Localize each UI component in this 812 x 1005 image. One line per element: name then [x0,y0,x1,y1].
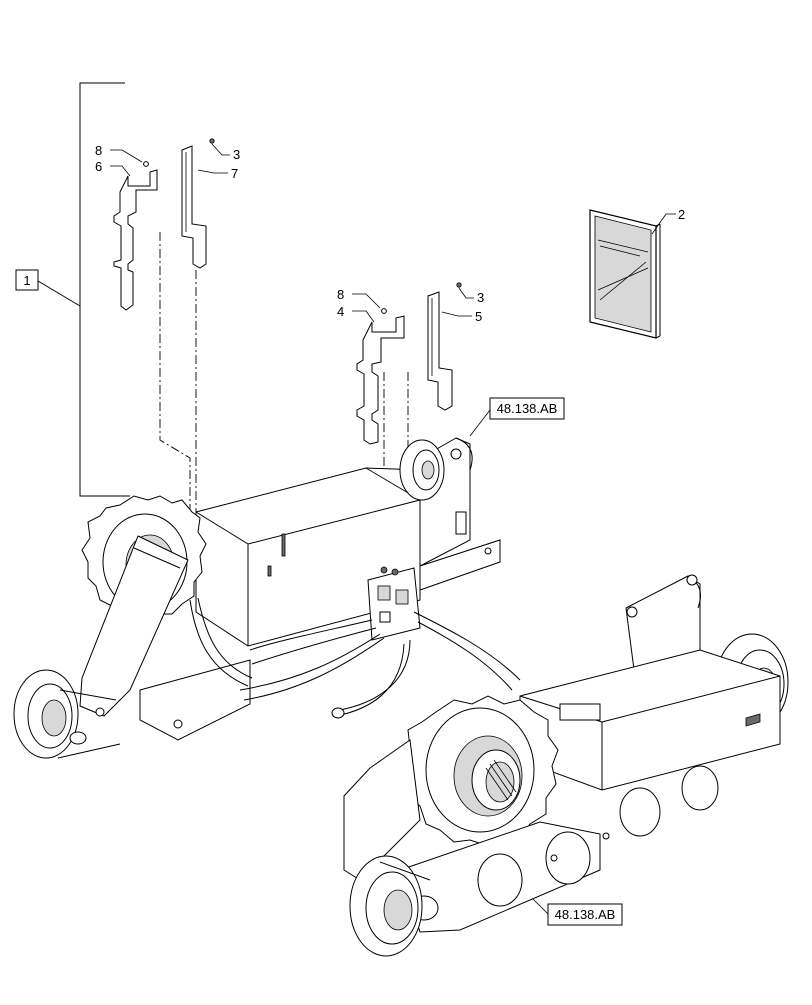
nut-3-icon [209,138,215,144]
bolt-8-icon [143,161,149,167]
callout-8a: 8 [95,143,102,158]
callout-4: 4 [337,304,344,319]
operator-manual: 2 [589,207,685,339]
callout-2: 2 [678,207,685,222]
reference-top-label: 48.138.AB [497,401,558,416]
item-1-box[interactable] [15,269,39,291]
item-1-bracket: 1 [15,82,130,497]
nut-3-icon [456,282,462,288]
guard-pair-middle: 8 4 3 5 [337,282,484,575]
ref-bottom-group: 48.138.AB [517,883,623,926]
callout-6: 6 [95,159,102,174]
callout-8b: 8 [337,287,344,302]
ref-top-group: 48.138.AB [469,397,565,437]
callout-5: 5 [475,309,482,324]
callout-3a: 3 [233,147,240,162]
track-frame-upper [13,437,501,759]
callout-3b: 3 [477,290,484,305]
item-1-label: 1 [23,273,30,288]
track-frame-lower [343,574,789,957]
hydraulic-assembly [189,566,521,719]
guard-pair-left: 8 6 3 7 [95,138,240,560]
reference-box-top[interactable] [489,397,565,420]
reference-box-bottom[interactable] [547,903,623,926]
bolt-8-icon [381,308,387,314]
callout-7: 7 [231,166,238,181]
reference-bottom-label: 48.138.AB [555,907,616,922]
